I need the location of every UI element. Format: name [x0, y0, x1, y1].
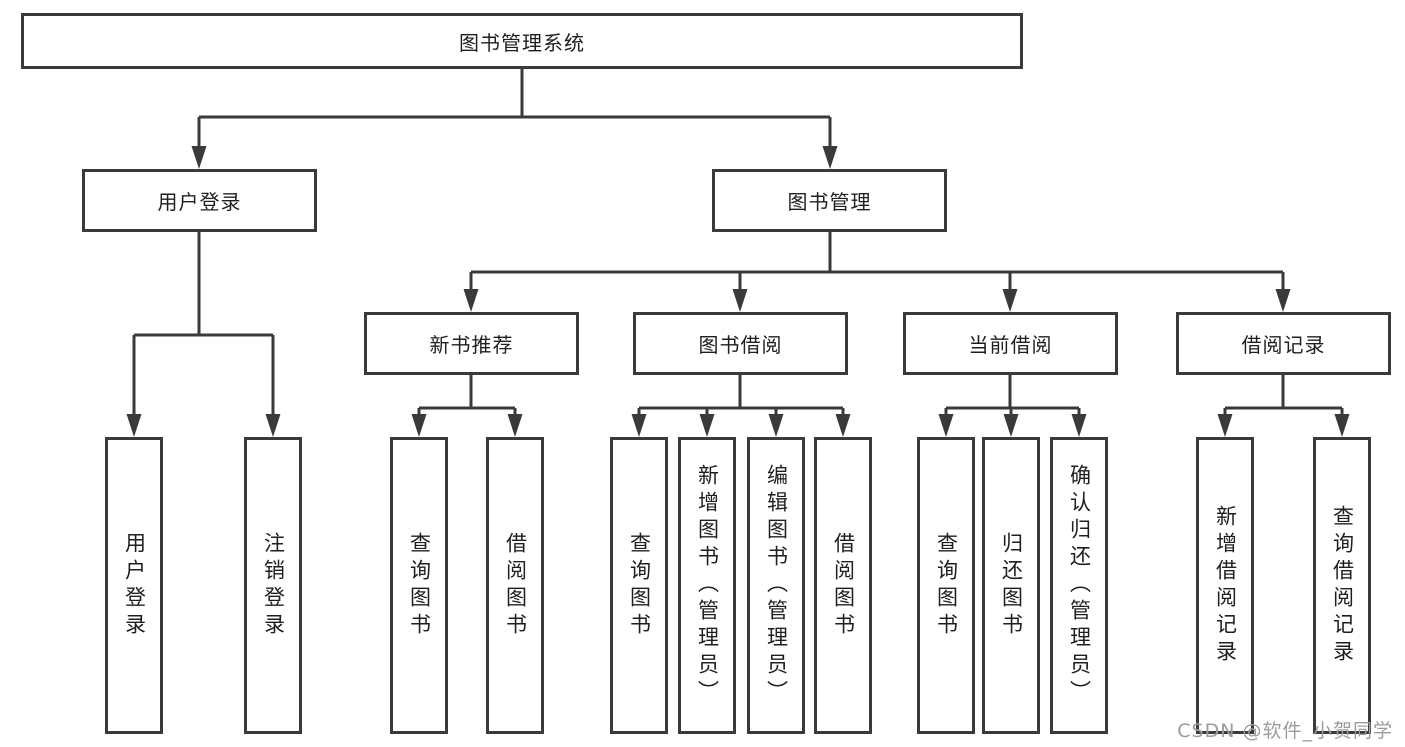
- arrowhead: [507, 414, 523, 437]
- arrowhead: [1002, 289, 1018, 312]
- arrowhead: [1217, 414, 1233, 437]
- leaf-borrow-books-label: 借阅图书: [503, 531, 528, 640]
- leaf-query-books-label: 查询图书: [627, 531, 652, 640]
- arrowhead: [463, 289, 479, 312]
- arrowhead: [768, 414, 784, 437]
- arrowhead: [631, 414, 647, 437]
- leaf-borrow-books: 借阅图书: [814, 437, 872, 734]
- node-book-borrowing: 图书借阅: [633, 312, 848, 375]
- leaf-user-login: 用户登录: [105, 437, 163, 734]
- arrowhead: [938, 414, 954, 437]
- node-current-borrowing: 当前借阅: [903, 312, 1118, 375]
- node-new-book-recommendation: 新书推荐: [364, 312, 579, 375]
- leaf-add-book-admin: 新增图书（管理员）: [678, 437, 736, 734]
- arrowhead: [699, 414, 715, 437]
- leaf-query-borrow-record: 查询借阅记录: [1313, 437, 1371, 734]
- leaf-add-book-admin-label: 新增图书（管理员）: [695, 464, 720, 707]
- leaf-confirm-return-admin-label: 确认归还（管理员）: [1067, 464, 1092, 707]
- leaf-return-books-label: 归还图书: [999, 531, 1024, 640]
- leaf-borrow-books: 借阅图书: [486, 437, 544, 734]
- leaf-query-books-label: 查询图书: [934, 531, 959, 640]
- arrowhead: [1275, 289, 1291, 312]
- leaf-confirm-return-admin: 确认归还（管理员）: [1050, 437, 1108, 734]
- leaf-query-books: 查询图书: [610, 437, 668, 734]
- node-book-management: 图书管理: [712, 169, 947, 232]
- arrowhead: [265, 414, 281, 437]
- node-book-borrowing-label: 图书借阅: [698, 333, 783, 357]
- node-user-login: 用户登录: [82, 169, 317, 232]
- arrowhead: [732, 289, 748, 312]
- arrowhead: [1003, 414, 1019, 437]
- csdn-watermark: CSDN @软件_小贺同学: [1177, 720, 1393, 742]
- node-system-label: 图书管理系统: [459, 30, 585, 55]
- arrowhead: [411, 414, 427, 437]
- node-user-login-label: 用户登录: [157, 190, 242, 214]
- node-book-management-label: 图书管理: [787, 190, 872, 214]
- leaf-logout-label: 注销登录: [261, 531, 286, 640]
- node-borrowing-records-label: 借阅记录: [1241, 333, 1326, 357]
- leaf-user-login-label: 用户登录: [122, 531, 147, 640]
- leaf-edit-book-admin-label: 编辑图书（管理员）: [764, 464, 789, 707]
- leaf-return-books: 归还图书: [982, 437, 1040, 734]
- leaf-query-borrow-record-label: 查询借阅记录: [1330, 504, 1355, 667]
- leaf-query-books: 查询图书: [390, 437, 448, 734]
- arrowhead: [822, 146, 838, 169]
- arrowhead: [1071, 414, 1087, 437]
- leaf-query-books: 查询图书: [917, 437, 975, 734]
- leaf-logout: 注销登录: [244, 437, 302, 734]
- arrowhead: [835, 414, 851, 437]
- arrowhead: [1334, 414, 1350, 437]
- arrowhead: [126, 414, 142, 437]
- node-current-borrowing-label: 当前借阅: [968, 333, 1053, 357]
- leaf-edit-book-admin: 编辑图书（管理员）: [747, 437, 805, 734]
- node-system: 图书管理系统: [21, 13, 1023, 69]
- leaf-query-books-label: 查询图书: [407, 531, 432, 640]
- node-new-book-recommendation-label: 新书推荐: [429, 333, 514, 357]
- leaf-add-borrow-record-label: 新增借阅记录: [1213, 504, 1238, 667]
- node-borrowing-records: 借阅记录: [1176, 312, 1391, 375]
- arrowhead: [191, 146, 207, 169]
- leaf-borrow-books-label: 借阅图书: [831, 531, 856, 640]
- leaf-add-borrow-record: 新增借阅记录: [1196, 437, 1254, 734]
